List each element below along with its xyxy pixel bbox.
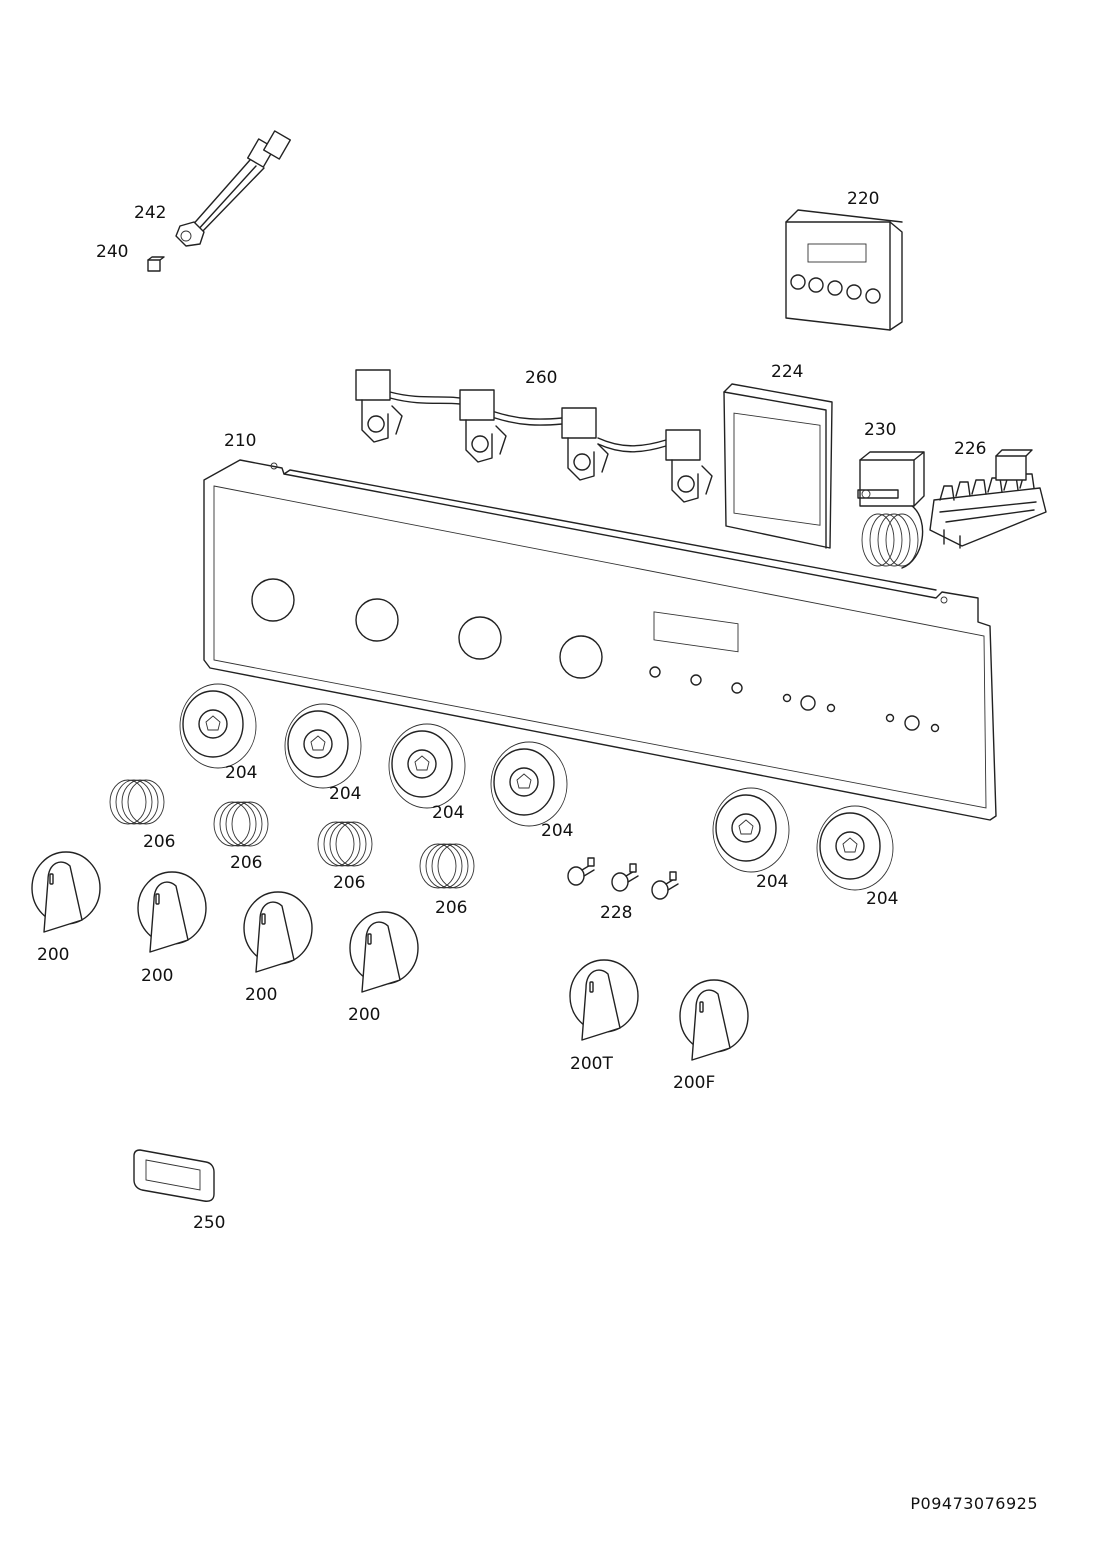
callout-200T: 200T <box>570 1054 613 1074</box>
callout-220: 220 <box>847 189 880 209</box>
callout-206: 206 <box>333 873 366 893</box>
part-240-lamp <box>147 256 165 272</box>
callout-206: 206 <box>230 853 263 873</box>
callout-206: 206 <box>143 832 176 852</box>
part-242-wire-connector <box>175 130 291 247</box>
callout-260: 260 <box>525 368 558 388</box>
part-228-buttons <box>567 857 679 900</box>
part-250-frame <box>133 1149 215 1202</box>
callout-204: 204 <box>432 803 465 823</box>
part-200-knobs <box>31 851 749 1061</box>
callout-242: 242 <box>134 203 167 223</box>
callout-200: 200 <box>348 1005 381 1025</box>
callout-204: 204 <box>225 763 258 783</box>
callout-200: 200 <box>245 985 278 1005</box>
callout-250: 250 <box>193 1213 226 1233</box>
callout-204: 204 <box>756 872 789 892</box>
part-224-display-frame <box>723 383 833 549</box>
callout-200: 200 <box>141 966 174 986</box>
callout-204: 204 <box>329 784 362 804</box>
callout-224: 224 <box>771 362 804 382</box>
document-id: P09473076925 <box>910 1494 1038 1513</box>
callout-226: 226 <box>954 439 987 459</box>
callout-204: 204 <box>541 821 574 841</box>
callout-206: 206 <box>435 898 468 918</box>
callout-240: 240 <box>96 242 129 262</box>
part-206-springs <box>109 779 475 889</box>
part-210-control-panel <box>203 459 997 821</box>
callout-228: 228 <box>600 903 633 923</box>
part-260-lamp-harness <box>355 369 713 503</box>
part-220-timer <box>785 209 903 331</box>
callout-204: 204 <box>866 889 899 909</box>
part-230-thermostat <box>857 451 925 569</box>
callout-200: 200 <box>37 945 70 965</box>
callout-200F: 200F <box>673 1073 716 1093</box>
callout-210: 210 <box>224 431 257 451</box>
callout-230: 230 <box>864 420 897 440</box>
part-204-bezels <box>179 683 894 891</box>
part-226-selector-switch <box>929 449 1047 549</box>
